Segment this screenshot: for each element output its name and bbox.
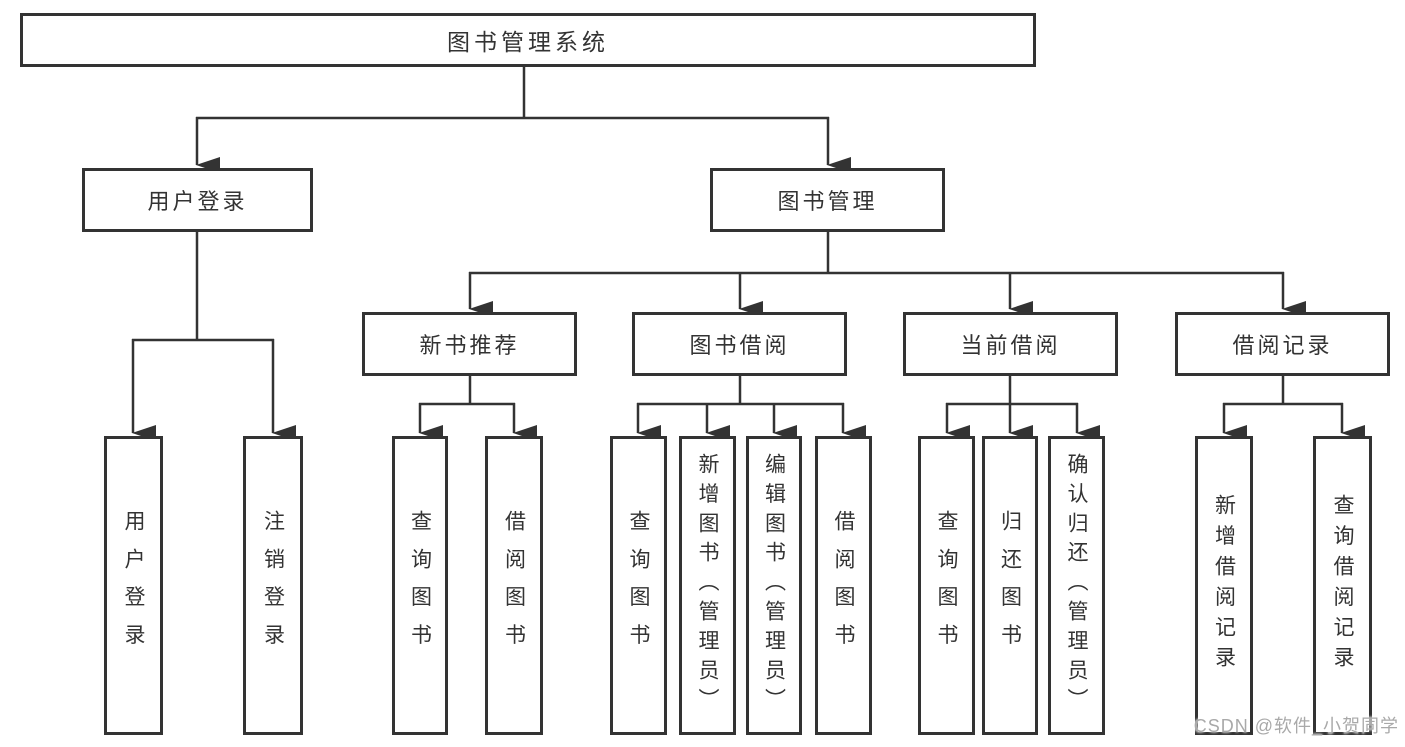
node-current-borrow-label: 当前借阅 bbox=[960, 333, 1061, 358]
node-book-borrow: 图书借阅 bbox=[632, 312, 847, 376]
leaf-return-book: 归还图书 bbox=[982, 436, 1038, 735]
leaf-borrow-book-recommend-label: 借阅图书 bbox=[502, 509, 526, 662]
node-root-label: 图书管理系统 bbox=[447, 29, 609, 55]
node-new-book-recommend: 新书推荐 bbox=[362, 312, 577, 376]
leaf-confirm-return-admin: 确认归还（管理员） bbox=[1048, 436, 1105, 735]
leaf-edit-book-admin: 编辑图书（管理员） bbox=[746, 436, 802, 735]
leaf-confirm-return-admin-label: 确认归还（管理员） bbox=[1065, 453, 1088, 718]
leaf-add-book-admin-label: 新增图书（管理员） bbox=[696, 453, 719, 718]
leaf-return-book-label: 归还图书 bbox=[998, 509, 1022, 662]
node-user-login: 用户登录 bbox=[82, 168, 313, 232]
leaf-query-borrow-record-label: 查询借阅记录 bbox=[1331, 494, 1354, 677]
leaf-query-book-current: 查询图书 bbox=[918, 436, 975, 735]
leaf-query-book-borrow: 查询图书 bbox=[610, 436, 667, 735]
leaf-add-borrow-record: 新增借阅记录 bbox=[1195, 436, 1253, 735]
node-root: 图书管理系统 bbox=[20, 13, 1036, 67]
leaf-user-login-label: 用户登录 bbox=[122, 509, 145, 662]
leaf-edit-book-admin-label: 编辑图书（管理员） bbox=[762, 453, 786, 718]
leaf-add-borrow-record-label: 新增借阅记录 bbox=[1212, 494, 1236, 677]
node-new-book-recommend-label: 新书推荐 bbox=[419, 333, 520, 358]
leaf-borrow-book-label: 借阅图书 bbox=[832, 509, 855, 662]
leaf-query-book-borrow-label: 查询图书 bbox=[627, 509, 650, 662]
leaf-logout-label: 注销登录 bbox=[261, 509, 285, 662]
leaf-user-login: 用户登录 bbox=[104, 436, 163, 735]
node-book-borrow-label: 图书借阅 bbox=[689, 333, 790, 358]
node-borrow-records: 借阅记录 bbox=[1175, 312, 1390, 376]
node-book-management-label: 图书管理 bbox=[777, 189, 878, 214]
leaf-query-book-recommend-label: 查询图书 bbox=[408, 509, 432, 662]
node-current-borrow: 当前借阅 bbox=[903, 312, 1118, 376]
leaf-query-borrow-record: 查询借阅记录 bbox=[1313, 436, 1372, 735]
leaf-query-book-current-label: 查询图书 bbox=[935, 509, 958, 662]
leaf-borrow-book: 借阅图书 bbox=[815, 436, 872, 735]
node-book-management: 图书管理 bbox=[710, 168, 945, 232]
leaf-add-book-admin: 新增图书（管理员） bbox=[679, 436, 736, 735]
leaf-borrow-book-recommend: 借阅图书 bbox=[485, 436, 543, 735]
watermark: CSDN @软件_小贺同学 bbox=[1193, 716, 1399, 736]
leaf-query-book-recommend: 查询图书 bbox=[392, 436, 448, 735]
node-borrow-records-label: 借阅记录 bbox=[1232, 333, 1333, 358]
node-user-login-label: 用户登录 bbox=[147, 189, 248, 214]
leaf-logout: 注销登录 bbox=[243, 436, 303, 735]
